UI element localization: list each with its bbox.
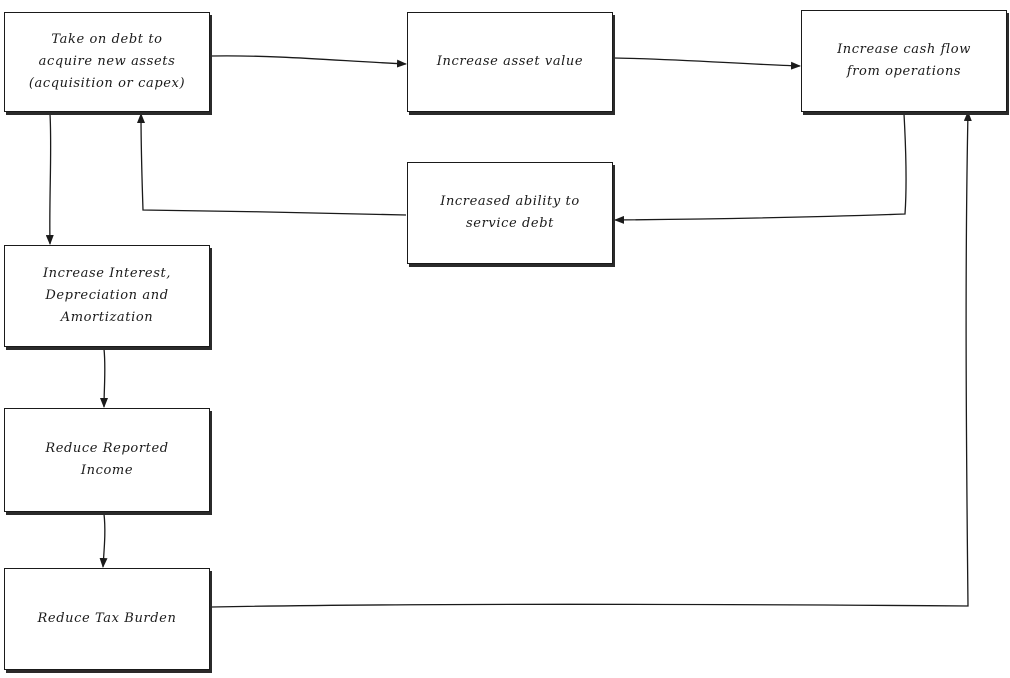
node-increased-ability-label: Increased ability to service debt — [440, 194, 580, 231]
node-increase-interest-label: Increase Interest, Depreciation and Amor… — [42, 266, 172, 325]
edge-increase-interest-to-reduce-income — [100, 348, 109, 408]
edge-take-on-debt-to-increase-asset-value — [211, 55, 407, 68]
node-take-on-debt-label: Take on debt to acquire new assets (acqu… — [28, 32, 186, 91]
node-increase-interest: Increase Interest, Depreciation and Amor… — [4, 245, 210, 347]
edge-reduce-tax-to-increase-cash-flow — [211, 111, 972, 608]
edge-increase-cash-flow-to-increased-ability — [614, 113, 907, 224]
node-increase-cash-flow-label: Increase cash flow from operations — [837, 42, 971, 79]
edge-take-on-debt-to-increase-interest — [45, 113, 54, 245]
node-reduce-income: Reduce Reported Income — [4, 408, 210, 512]
node-reduce-tax-label: Reduce Tax Burden — [37, 611, 177, 626]
edge-reduce-income-to-reduce-tax — [99, 513, 108, 568]
node-increase-asset-value-label: Increase asset value — [436, 54, 584, 69]
edge-increase-asset-value-to-increase-cash-flow — [613, 57, 801, 70]
node-take-on-debt: Take on debt to acquire new assets (acqu… — [4, 12, 210, 112]
node-increased-ability: Increased ability to service debt — [407, 162, 613, 264]
edge-increased-ability-to-take-on-debt — [137, 113, 407, 216]
node-increase-cash-flow: Increase cash flow from operations — [801, 10, 1007, 112]
node-reduce-tax: Reduce Tax Burden — [4, 568, 210, 670]
node-reduce-income-label: Reduce Reported Income — [45, 441, 169, 478]
node-increase-asset-value: Increase asset value — [407, 12, 613, 112]
